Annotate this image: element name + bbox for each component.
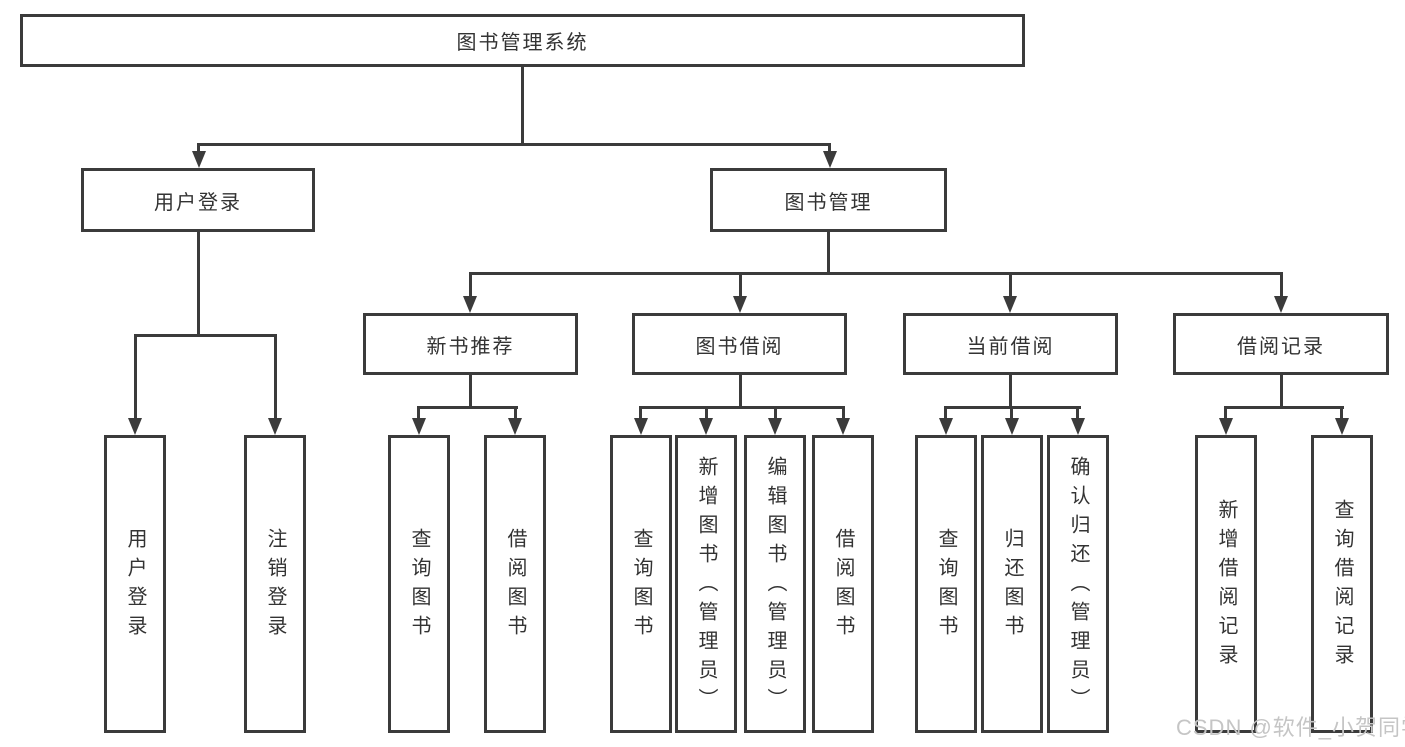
- node-current-borrow: 当前借阅: [903, 313, 1118, 375]
- connector-line: [774, 406, 777, 421]
- leaf-query-book-recommend: 查询图书: [388, 435, 450, 733]
- leaf-add-book-admin: 新增图书（管理员）: [675, 435, 737, 733]
- arrowhead: [1003, 296, 1017, 313]
- arrowhead: [1071, 418, 1085, 435]
- connector-line: [944, 406, 947, 421]
- leaf-query-book-borrow: 查询图书: [610, 435, 672, 733]
- leaf-borrow-book: 借阅图书: [812, 435, 874, 733]
- leaf-logout: 注销登录: [244, 435, 306, 733]
- arrowhead: [1005, 418, 1019, 435]
- arrowhead: [192, 151, 206, 168]
- connector-line: [1076, 406, 1079, 421]
- leaf-user-login: 用户登录: [104, 435, 166, 733]
- node-root: 图书管理系统: [20, 14, 1025, 67]
- node-book-management: 图书管理: [710, 168, 947, 232]
- connector-line: [842, 406, 845, 421]
- connector-line: [417, 406, 518, 409]
- leaf-borrow-book-recommend: 借阅图书: [484, 435, 546, 733]
- connector-line: [827, 232, 830, 275]
- connector-line: [514, 406, 517, 421]
- connector-line: [739, 272, 742, 298]
- connector-line: [1280, 375, 1283, 409]
- connector-line: [134, 334, 277, 337]
- connector-line: [469, 272, 1283, 275]
- leaf-query-book-current: 查询图书: [915, 435, 977, 733]
- connector-line: [739, 375, 742, 409]
- arrowhead: [128, 418, 142, 435]
- leaf-query-borrow-record: 查询借阅记录: [1311, 435, 1373, 733]
- csdn-watermark: CSDN @软件_小贺同学: [1176, 715, 1405, 740]
- node-user-login: 用户登录: [81, 168, 315, 232]
- connector-line: [1224, 406, 1227, 421]
- arrowhead: [699, 418, 713, 435]
- connector-line: [417, 406, 420, 421]
- arrowhead: [508, 418, 522, 435]
- leaf-add-borrow-record: 新增借阅记录: [1195, 435, 1257, 733]
- connector-line: [197, 143, 831, 146]
- arrowhead: [733, 296, 747, 313]
- arrowhead: [823, 151, 837, 168]
- leaf-return-book: 归还图书: [981, 435, 1043, 733]
- arrowhead: [768, 418, 782, 435]
- connector-line: [639, 406, 642, 421]
- connector-line: [639, 406, 845, 409]
- arrowhead: [634, 418, 648, 435]
- node-book-borrow: 图书借阅: [632, 313, 847, 375]
- connector-line: [1009, 272, 1012, 298]
- connector-line: [274, 334, 277, 421]
- connector-line: [1010, 406, 1013, 421]
- arrowhead: [412, 418, 426, 435]
- connector-line: [197, 232, 200, 337]
- node-borrow-records: 借阅记录: [1173, 313, 1389, 375]
- connector-line: [521, 67, 524, 146]
- connector-line: [134, 334, 137, 421]
- arrowhead: [1274, 296, 1288, 313]
- connector-line: [469, 375, 472, 409]
- connector-line: [828, 143, 831, 153]
- node-new-book-recommend: 新书推荐: [363, 313, 578, 375]
- arrowhead: [1335, 418, 1349, 435]
- connector-line: [1280, 272, 1283, 298]
- leaf-edit-book-admin: 编辑图书（管理员）: [744, 435, 806, 733]
- arrowhead: [463, 296, 477, 313]
- connector-line: [1009, 375, 1012, 409]
- connector-line: [1340, 406, 1343, 421]
- arrowhead: [1219, 418, 1233, 435]
- connector-line: [1224, 406, 1344, 409]
- arrowhead: [268, 418, 282, 435]
- leaf-confirm-return-admin: 确认归还（管理员）: [1047, 435, 1109, 733]
- arrowhead: [939, 418, 953, 435]
- connector-line: [197, 143, 200, 153]
- connector-line: [705, 406, 708, 421]
- connector-line: [469, 272, 472, 298]
- arrowhead: [836, 418, 850, 435]
